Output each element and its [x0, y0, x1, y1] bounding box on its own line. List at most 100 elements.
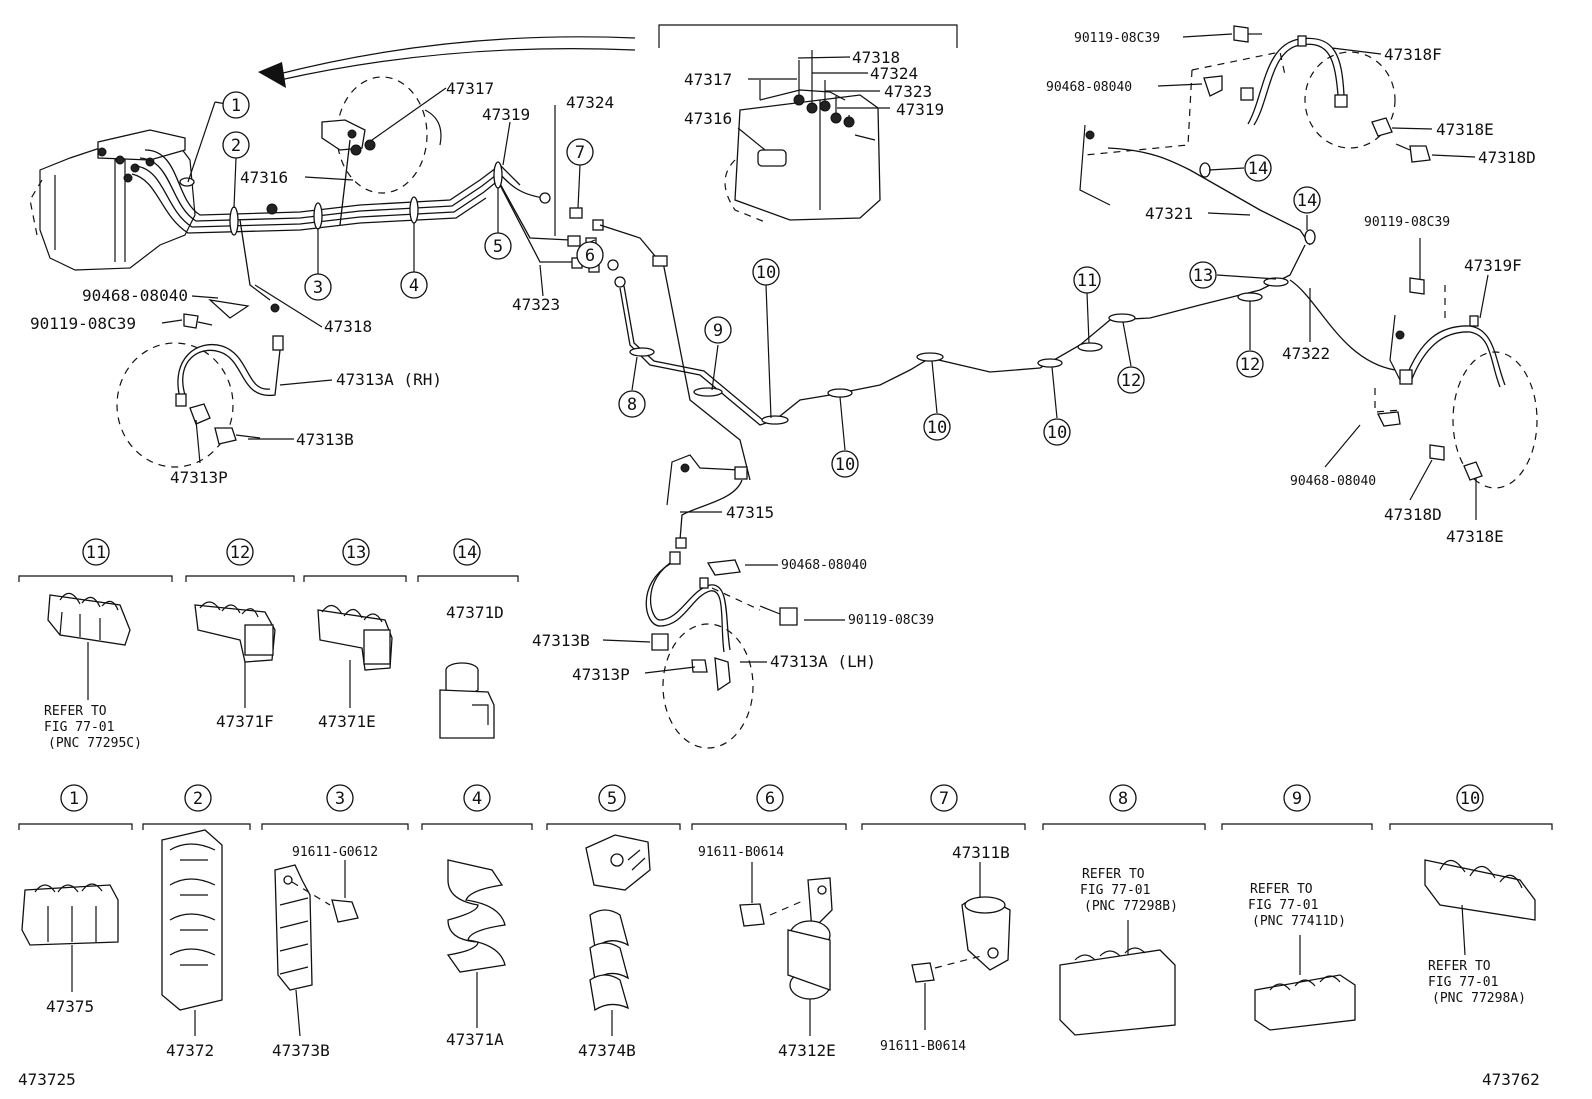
detail-callout-b1: 1: [60, 784, 88, 812]
bolt-47313B: [214, 427, 261, 445]
svg-text:47324: 47324: [870, 64, 918, 83]
svg-text:4: 4: [409, 276, 419, 296]
callout-10d: 10: [1043, 418, 1071, 446]
svg-text:47311B: 47311B: [952, 843, 1010, 862]
svg-text:47371D: 47371D: [446, 603, 504, 622]
svg-text:47317: 47317: [684, 70, 732, 89]
svg-text:4: 4: [472, 789, 482, 809]
clamp-10: [1424, 859, 1536, 956]
svg-text:10: 10: [756, 263, 776, 283]
svg-text:REFER TO: REFER TO: [44, 704, 107, 719]
svg-text:47323: 47323: [884, 82, 932, 101]
brake-actuator: [29, 129, 196, 271]
detail-callout-b7: 7: [930, 784, 958, 812]
detail-callout-b10: 10: [1456, 784, 1484, 812]
front-hose-lh: [645, 454, 798, 749]
svg-text:3: 3: [335, 789, 345, 809]
svg-text:47371E: 47371E: [318, 712, 376, 731]
bolt-90119-centre: [759, 605, 798, 626]
detail-callout-b2: 2: [184, 784, 212, 812]
callout-10c: 10: [923, 413, 951, 441]
svg-text:47324: 47324: [566, 93, 614, 112]
svg-text:47371F: 47371F: [216, 712, 274, 731]
svg-text:47375: 47375: [46, 997, 94, 1016]
callout-9: 9: [704, 316, 732, 344]
svg-text:(PNC 77298B): (PNC 77298B): [1084, 899, 1178, 914]
clip-14: [439, 662, 495, 739]
svg-text:47323: 47323: [512, 295, 560, 314]
svg-text:47317: 47317: [446, 79, 494, 98]
svg-text:REFER TO: REFER TO: [1082, 867, 1145, 882]
clamp-2: [161, 829, 223, 1036]
svg-text:90119-08C39: 90119-08C39: [1364, 215, 1450, 230]
svg-text:47318E: 47318E: [1436, 120, 1494, 139]
svg-text:1: 1: [231, 96, 241, 116]
svg-text:91611-B0614: 91611-B0614: [880, 1039, 966, 1054]
svg-text:47316: 47316: [240, 168, 288, 187]
svg-text:9: 9: [1292, 789, 1302, 809]
svg-text:90119-08C39: 90119-08C39: [1074, 31, 1160, 46]
bolt-47313B-centre: [651, 633, 669, 651]
figure-code-right: 473762: [1482, 1070, 1540, 1089]
svg-text:10: 10: [1460, 789, 1480, 809]
part-labels: 47317 47316 47319 47324 47323 47318 9046…: [30, 31, 1536, 684]
callout-6: 6: [576, 241, 604, 269]
clamp-3: [274, 860, 359, 1037]
pipe-clamps-left: [179, 161, 503, 236]
svg-text:47313P: 47313P: [572, 665, 630, 684]
svg-text:7: 7: [939, 789, 949, 809]
svg-text:10: 10: [927, 418, 947, 438]
front-hose-rh: [116, 299, 284, 468]
svg-text:6: 6: [765, 789, 775, 809]
svg-text:FIG 77-01: FIG 77-01: [1080, 883, 1150, 898]
callout-11: 11: [1073, 266, 1101, 294]
figure-code-left: 473725: [18, 1070, 76, 1089]
svg-text:47313P: 47313P: [170, 468, 228, 487]
svg-text:47313A (RH): 47313A (RH): [336, 370, 442, 389]
clamp-11: [47, 592, 131, 700]
svg-text:47319: 47319: [896, 100, 944, 119]
clamp-9: [1254, 935, 1356, 1031]
svg-text:7: 7: [575, 143, 585, 163]
svg-text:91611-B0614: 91611-B0614: [698, 845, 784, 860]
callout-14b: 14: [1293, 186, 1321, 214]
svg-text:3: 3: [313, 278, 323, 298]
svg-text:5: 5: [607, 789, 617, 809]
svg-text:47318D: 47318D: [1384, 505, 1442, 524]
pipe-clamps-long: [629, 277, 1289, 425]
callout-5: 5: [484, 232, 512, 260]
svg-text:47313A (LH): 47313A (LH): [770, 652, 876, 671]
callout-1: 1: [222, 91, 250, 119]
svg-text:8: 8: [627, 395, 637, 415]
svg-text:47318: 47318: [852, 48, 900, 67]
svg-text:14: 14: [1248, 159, 1268, 179]
callout-10a: 10: [752, 258, 780, 286]
callout-4: 4: [400, 271, 428, 299]
svg-text:2: 2: [231, 136, 241, 156]
main-brake-pipes: [131, 139, 578, 301]
svg-text:FIG 77-01: FIG 77-01: [1248, 898, 1318, 913]
detail-callout-13: 13: [342, 538, 370, 566]
svg-text:8: 8: [1118, 789, 1128, 809]
detail-callout-12: 12: [226, 538, 254, 566]
svg-text:REFER TO: REFER TO: [1428, 959, 1491, 974]
callout-2: 2: [222, 131, 250, 159]
clamp-5: [585, 834, 651, 1036]
svg-text:10: 10: [835, 455, 855, 475]
callouts: 1 2 3 4 5 6 7 8 9 10 10 10 10 11 12 12 1…: [222, 91, 1321, 478]
clamp-4: [446, 859, 506, 1028]
svg-text:90468-08040: 90468-08040: [82, 286, 188, 305]
svg-text:(PNC 77298A): (PNC 77298A): [1432, 991, 1526, 1006]
detail-row-lower: 1 2 3 4 5 6 7 8 9 10 47375 47372: [18, 784, 1553, 1060]
svg-text:47313B: 47313B: [532, 631, 590, 650]
svg-text:12: 12: [230, 543, 250, 563]
svg-text:47373B: 47373B: [272, 1041, 330, 1060]
svg-text:90468-08040: 90468-08040: [781, 558, 867, 573]
bolt-90119-left: [183, 313, 213, 329]
callout-8: 8: [618, 390, 646, 418]
rear-hose-upper-right: [1079, 25, 1431, 246]
svg-text:47318: 47318: [324, 317, 372, 336]
clamp-13: [317, 604, 393, 708]
svg-text:9: 9: [713, 321, 723, 341]
